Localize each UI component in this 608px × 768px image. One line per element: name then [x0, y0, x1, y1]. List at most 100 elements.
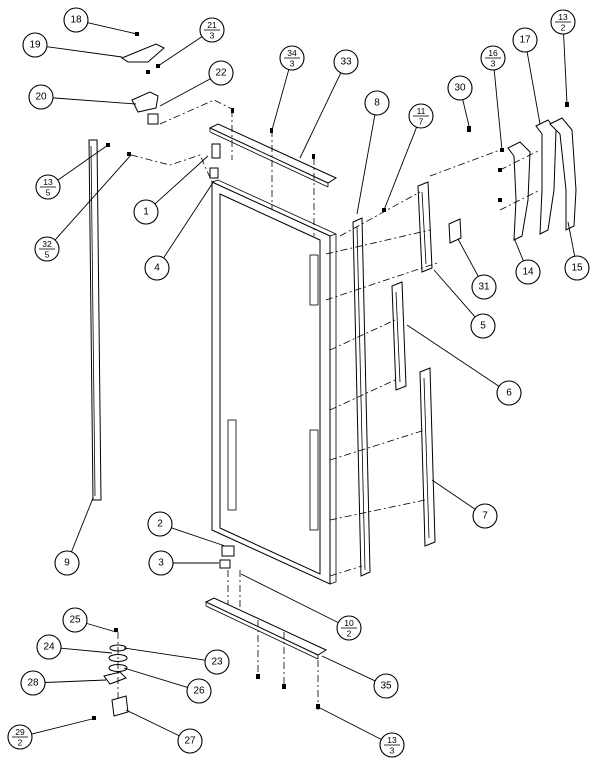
callout-number: 25 — [69, 615, 81, 626]
callout-c31: 31 — [457, 238, 497, 300]
callout-leader — [240, 573, 339, 624]
callout-leader — [493, 69, 503, 151]
callout-c19: 19 — [22, 32, 123, 58]
callout-circle — [144, 255, 170, 281]
channel-6 — [391, 281, 407, 391]
callout-leader — [44, 679, 107, 683]
callout-number: 14 — [522, 267, 534, 278]
callout-c1: 1 — [133, 155, 209, 225]
callout-c4: 4 — [144, 180, 215, 281]
callout-leader — [433, 269, 476, 318]
callout-c13b: 133 — [319, 707, 405, 758]
top-trim-strip — [208, 123, 338, 188]
callout-c35: 35 — [321, 655, 399, 699]
callout-number: 19 — [29, 40, 41, 51]
bottom-hinge-stack — [103, 644, 129, 717]
callout-c30: 30 — [447, 75, 473, 127]
callout-number: 7 — [482, 511, 488, 522]
callout-number: 15 — [571, 263, 583, 274]
callout-leader — [319, 707, 382, 740]
callout-circle — [447, 75, 473, 101]
callout-number: 33 — [340, 57, 352, 68]
callout-number: 23 — [211, 657, 223, 668]
callout-circle — [36, 634, 62, 660]
callout-c24: 24 — [36, 634, 113, 660]
callout-subnumber: 3 — [491, 59, 496, 69]
callout-circle — [28, 84, 54, 110]
callout-number: 9 — [64, 558, 70, 569]
callout-leader — [526, 51, 541, 125]
callout-c18: 18 — [63, 7, 138, 35]
channel-5 — [417, 181, 433, 273]
callout-circle — [148, 550, 174, 576]
callout-c17: 17 — [512, 27, 541, 125]
callout-subnumber: 2 — [18, 738, 23, 748]
callout-c13: 135 — [35, 144, 109, 200]
assembly-guide-lines — [117, 99, 541, 710]
callout-number: 3 — [158, 558, 164, 569]
callout-number: 16 — [488, 48, 498, 58]
callout-number: 5 — [480, 321, 486, 332]
callout-circle — [147, 511, 173, 537]
callout-number: 29 — [15, 727, 25, 737]
callout-c32: 325 — [34, 154, 132, 262]
callout-number: 27 — [184, 736, 196, 747]
top-hinge-assembly — [120, 43, 165, 125]
callout-c22: 22 — [159, 60, 234, 107]
callout-number: 13 — [558, 12, 568, 22]
callout-c33: 33 — [299, 49, 359, 159]
callout-circle — [496, 380, 522, 406]
callout-c3: 3 — [148, 550, 219, 576]
callout-c6: 6 — [406, 324, 522, 406]
callout-c5: 5 — [433, 269, 496, 339]
callout-number: 18 — [70, 15, 82, 26]
callout-circle — [204, 649, 230, 675]
callout-number: 10 — [344, 618, 354, 628]
callout-c29: 292 — [7, 717, 97, 750]
callout-c16: 163 — [480, 45, 506, 151]
callout-subnumber: 2 — [561, 23, 566, 33]
callout-c23: 23 — [123, 647, 230, 675]
callout-leader — [154, 155, 209, 205]
callout-leader — [563, 33, 568, 105]
callout-c9: 9 — [54, 497, 94, 576]
callout-number: 1 — [143, 207, 149, 218]
callout-leader — [31, 717, 97, 735]
callout-circle — [512, 27, 538, 53]
callout-circle — [62, 607, 88, 633]
handle-piece-17 — [535, 119, 557, 235]
callout-c34: 343 — [271, 45, 305, 131]
right-vertical-bar — [352, 217, 371, 577]
callout-leader — [52, 97, 137, 105]
callout-leader — [321, 655, 376, 682]
callout-leader — [125, 709, 180, 737]
callout-number: 26 — [193, 686, 205, 697]
callout-number: 13 — [387, 735, 397, 745]
callout-leader — [462, 99, 470, 127]
callout-number: 4 — [154, 263, 160, 274]
callout-leader — [159, 78, 211, 107]
callout-c28: 28 — [20, 670, 107, 696]
callout-c7: 7 — [431, 479, 498, 529]
callout-number: 30 — [454, 83, 466, 94]
callout-subnumber: 3 — [210, 31, 215, 41]
callout-c14: 14 — [513, 237, 541, 285]
callout-number: 6 — [506, 388, 512, 399]
callout-leader — [60, 647, 113, 654]
callout-circle — [208, 60, 234, 86]
callout-circle — [186, 678, 212, 704]
callout-leader — [513, 237, 524, 262]
callout-leader — [157, 36, 203, 67]
callout-circle — [373, 673, 399, 699]
callout-number: 2 — [157, 519, 163, 530]
callout-c10: 102 — [240, 573, 362, 641]
callout-number: 28 — [27, 678, 39, 689]
callout-subnumber: 2 — [347, 629, 352, 639]
callout-number: 21 — [207, 20, 217, 30]
callout-c11: 117 — [383, 103, 434, 211]
callout-circle — [364, 90, 390, 116]
callout-c2: 2 — [147, 511, 226, 547]
callout-subnumber: 3 — [290, 59, 295, 69]
channel-7 — [419, 367, 436, 547]
